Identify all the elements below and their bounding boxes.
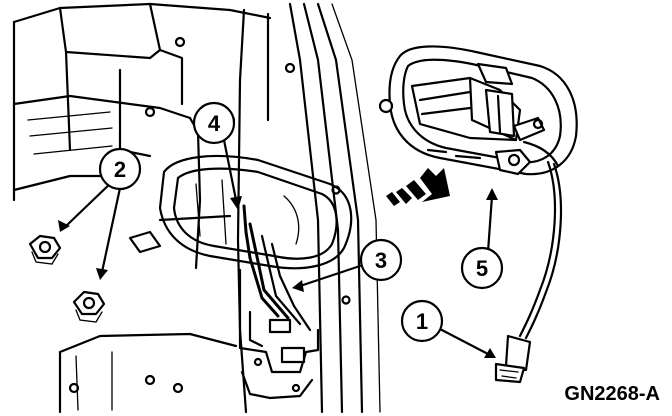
retaining-nut-upper xyxy=(28,234,62,265)
callout-3-label: 3 xyxy=(375,248,387,273)
callout-2-label: 2 xyxy=(114,157,126,182)
retaining-nut-lower xyxy=(72,290,106,323)
handle-opening-bezel xyxy=(158,154,353,270)
release-cable xyxy=(494,160,563,384)
callout-4-label: 4 xyxy=(208,111,221,136)
leader-lines xyxy=(58,138,498,358)
exterior-door-handle-assembly xyxy=(378,45,578,176)
removal-direction-arrow xyxy=(386,168,450,206)
callout-4: 4 xyxy=(192,101,236,145)
callout-3: 3 xyxy=(359,238,403,282)
callout-5: 5 xyxy=(460,246,504,290)
callout-2: 2 xyxy=(98,147,142,191)
latch-rods-and-lock xyxy=(238,204,320,400)
callout-1: 1 xyxy=(400,299,444,343)
door-frame-pillar xyxy=(236,2,381,414)
door-inner-panel xyxy=(12,2,272,414)
callout-5-label: 5 xyxy=(476,256,488,281)
callout-1-label: 1 xyxy=(416,309,428,334)
figure-code: GN2268-A xyxy=(564,383,660,405)
